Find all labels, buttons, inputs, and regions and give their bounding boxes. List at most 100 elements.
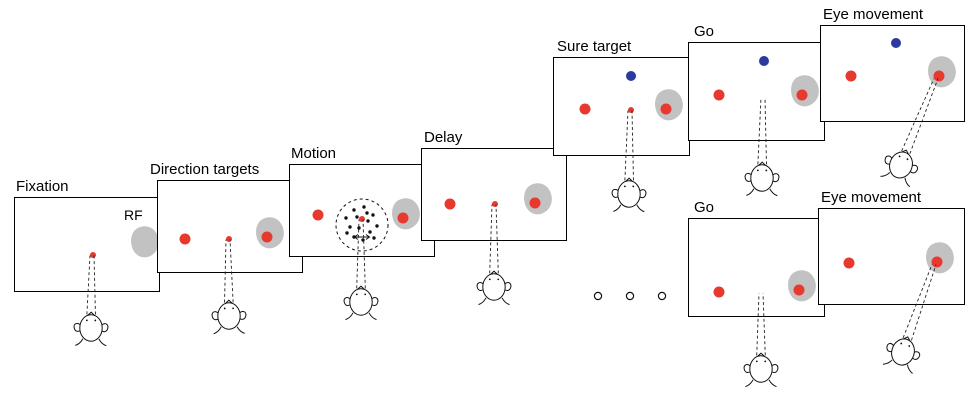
monkey-eye-right <box>765 169 768 172</box>
monkey-shoulder-left <box>613 204 622 212</box>
monkey-crown <box>757 352 765 357</box>
panel-go <box>688 42 825 141</box>
monkey-shoulder-right <box>768 379 777 388</box>
motion-dot <box>345 231 349 235</box>
motion-aperture <box>335 198 389 252</box>
monkey-head <box>73 311 109 347</box>
monkey-eye-left <box>900 342 903 345</box>
monkey-ear-right <box>909 164 918 174</box>
monkey-head-outline <box>482 273 506 301</box>
monkey-eye-left <box>623 185 626 188</box>
monkey-eye-right <box>908 345 911 347</box>
panel-eye-movement-2 <box>818 208 965 305</box>
fixation-point <box>628 107 634 113</box>
target-in-rf <box>660 103 672 115</box>
motion-dot <box>357 226 361 230</box>
direction-target-left <box>444 198 456 210</box>
monkey-eye-left <box>488 278 491 281</box>
rf-label: RF <box>124 207 143 223</box>
motion-dot <box>372 236 376 240</box>
monkey-crown <box>490 270 498 275</box>
monkey-head-outline <box>891 338 915 366</box>
monkey-head <box>476 270 512 306</box>
monkey-head-outline <box>749 355 773 383</box>
monkey-shoulder-right <box>368 312 377 321</box>
monkey-ear-left <box>886 342 895 353</box>
monkey-head <box>611 177 647 213</box>
monkey-ear-right <box>638 189 647 199</box>
motion-dot <box>352 208 356 212</box>
monkey-eye-left <box>223 307 226 310</box>
monkey-ear-left <box>343 297 352 307</box>
monkey-head-outline <box>750 164 774 192</box>
monkey-head-outline <box>217 302 241 330</box>
target-in-rf <box>931 256 943 268</box>
monkey-crown <box>357 285 365 290</box>
panel-sure-target <box>553 57 690 156</box>
panel-label-eye-movement: Eye movement <box>823 6 924 23</box>
monkey-shoulder-right <box>236 326 245 334</box>
direction-target-left <box>713 286 725 298</box>
target-in-rf <box>397 212 409 224</box>
monkey-eye-right <box>232 307 235 310</box>
motion-dot <box>362 205 366 209</box>
monkey-shoulder-right <box>636 204 645 213</box>
panel-delay <box>421 148 567 241</box>
fixation-point <box>359 216 365 222</box>
monkey-head <box>882 336 921 374</box>
monkey-ear-left <box>743 364 752 374</box>
motion-dot <box>348 225 352 229</box>
monkey-eye-left <box>898 155 901 158</box>
motion-dot <box>361 238 365 242</box>
panel-motion <box>289 164 435 257</box>
sure-target-dot <box>626 71 636 81</box>
motion-dot <box>371 213 375 217</box>
panel-label-go-2: Go <box>694 199 715 216</box>
monkey-ear-right <box>503 282 512 292</box>
direction-target-left <box>845 70 857 82</box>
monkey-head-outline <box>617 180 641 208</box>
monkey-eye-right <box>906 158 909 161</box>
monkey-head <box>744 161 780 197</box>
sure-target-dot <box>891 38 901 48</box>
panel-label-delay: Delay <box>424 129 463 146</box>
monkey-ear-right <box>911 351 921 360</box>
panel-label-sure-target: Sure target <box>557 38 632 55</box>
motion-dot <box>375 224 379 228</box>
monkey-ear-right <box>100 323 109 333</box>
monkey-shoulder-right <box>769 188 778 197</box>
panel-label-direction-targets: Direction targets <box>150 161 260 178</box>
monkey-eye-right <box>497 278 500 281</box>
monkey-shoulder-right <box>906 364 913 374</box>
monkey-ear-left <box>476 282 485 292</box>
motion-dot <box>355 215 359 219</box>
target-in-rf <box>796 89 808 101</box>
monkey-ear-left <box>611 188 620 198</box>
monkey-head <box>211 299 247 335</box>
monkey-eye-right <box>364 293 367 296</box>
monkey-shoulder-right <box>98 338 107 347</box>
motion-dot <box>344 216 348 220</box>
panel-eye-movement <box>820 25 965 122</box>
monkey-crown <box>87 311 95 316</box>
monkey-ear-left <box>744 172 753 182</box>
monkey-shoulder-left <box>345 312 354 321</box>
direction-target-left <box>312 209 324 221</box>
motion-dot <box>368 230 372 234</box>
panel-label-go: Go <box>694 23 715 40</box>
monkey-crown <box>758 161 766 166</box>
monkey-ear-right <box>370 297 379 307</box>
monkey-head-outline <box>349 288 373 316</box>
ellipsis-circle <box>593 291 603 301</box>
monkey-eye-right <box>94 319 97 322</box>
monkey-eye-left <box>85 319 88 322</box>
monkey-ear-left <box>73 322 82 332</box>
receptive-field <box>131 226 159 258</box>
monkey-eye-left <box>756 169 759 172</box>
monkey-shoulder-right <box>904 177 911 188</box>
ellipsis-circle <box>625 291 635 301</box>
panel-go-2 <box>688 218 825 317</box>
monkey-crown <box>903 336 911 342</box>
direction-target-left <box>579 103 591 115</box>
